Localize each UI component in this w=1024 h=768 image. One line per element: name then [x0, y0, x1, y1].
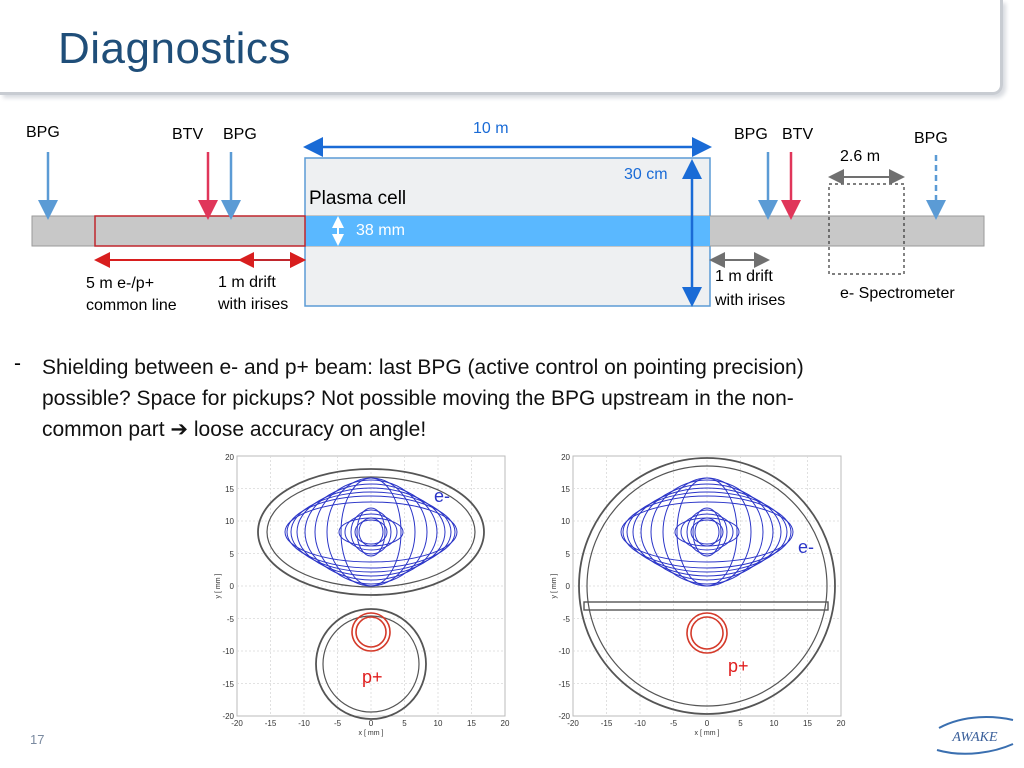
plot-2-proton-label: p+ — [728, 656, 749, 676]
page-number: 17 — [30, 732, 45, 747]
ytick: 10 — [561, 517, 570, 526]
electron-beam-envelopes-2 — [620, 477, 794, 587]
awake-logo: AWAKE — [935, 710, 1015, 763]
proton-chamber-outer — [315, 608, 427, 720]
ytick: 20 — [225, 453, 234, 462]
ytick: -5 — [563, 615, 571, 624]
plot-2-yticks: 20 15 10 5 0 -5 -10 -15 -20 — [558, 453, 570, 721]
bullet-line-3: common part ➔ loose accuracy on angle! — [42, 414, 992, 445]
xtick: -5 — [334, 719, 342, 728]
xtick: 0 — [369, 719, 374, 728]
xtick: 10 — [434, 719, 443, 728]
xtick: 15 — [467, 719, 476, 728]
plot-1-ylabel: y [ mm ] — [215, 574, 222, 599]
plot-1-electron-label: e- — [434, 486, 450, 506]
bore-38mm-label: 38 mm — [356, 222, 405, 239]
arrow-icon: ➔ — [170, 418, 188, 441]
xtick: -10 — [298, 719, 310, 728]
bpg-label-2: BPG — [223, 126, 257, 143]
plot-2-xlabel: x [ mm ] — [695, 730, 720, 737]
drift-left-label-2: with irises — [218, 296, 289, 313]
bpg-label-1: BPG — [26, 124, 60, 141]
xtick: -5 — [670, 719, 678, 728]
ytick: 10 — [225, 517, 234, 526]
plasma-cell-label: Plasma cell — [309, 188, 407, 209]
logo-text: AWAKE — [951, 730, 998, 745]
length-10m-label: 10 m — [473, 120, 509, 137]
electron-chamber-outer — [257, 468, 485, 596]
height-30cm-label: 30 cm — [624, 166, 668, 183]
ytick: 15 — [561, 485, 570, 494]
xtick: -10 — [634, 719, 646, 728]
electron-chamber-inner — [266, 476, 476, 588]
xtick: 10 — [770, 719, 779, 728]
xtick: 5 — [738, 719, 743, 728]
plot-2-ylabel: y [ mm ] — [551, 574, 558, 599]
plot-1-xticks: -20 -15 -10 -5 0 5 10 15 20 — [231, 719, 510, 728]
ytick: -20 — [558, 712, 570, 721]
ytick: -20 — [222, 712, 234, 721]
xtick: -15 — [265, 719, 277, 728]
bullet-line-1: Shielding between e- and p+ beam: last B… — [42, 356, 804, 379]
ytick: 20 — [561, 453, 570, 462]
ytick: 5 — [566, 550, 571, 559]
xtick: -20 — [567, 719, 579, 728]
bullet-line-3-a: common part — [42, 418, 165, 441]
plot-2-xticks: -20 -15 -10 -5 0 5 10 15 20 — [567, 719, 846, 728]
xtick: 20 — [501, 719, 510, 728]
btv-label-2: BTV — [782, 126, 814, 143]
shielding-plate — [583, 601, 829, 611]
bpg-label-3: BPG — [734, 126, 768, 143]
awake-logo-svg: AWAKE — [936, 716, 1014, 755]
xtick: -15 — [601, 719, 613, 728]
bullet-line-3-b: loose accuracy on angle! — [193, 418, 427, 441]
common-chamber-inner — [586, 465, 828, 707]
common-line-label-2: common line — [86, 297, 177, 314]
xtick: 0 — [705, 719, 710, 728]
ytick: 0 — [230, 582, 235, 591]
bullet-text: Shielding between e- and p+ beam: last B… — [42, 352, 992, 445]
ytick: -5 — [227, 615, 235, 624]
ytick: 15 — [225, 485, 234, 494]
xtick: 5 — [402, 719, 407, 728]
title-frame — [0, 0, 1003, 95]
xtick: 20 — [837, 719, 846, 728]
ytick: -15 — [222, 680, 234, 689]
bullet-marker: - — [14, 352, 21, 375]
btv-label-1: BTV — [172, 126, 204, 143]
xtick: 15 — [803, 719, 812, 728]
xtick: -20 — [231, 719, 243, 728]
bullet-line-2: possible? Space for pickups? Not possibl… — [42, 387, 794, 410]
bpg-label-4: BPG — [914, 130, 948, 147]
ytick: 5 — [230, 550, 235, 559]
ytick: -10 — [222, 647, 234, 656]
plot-1-proton-label: p+ — [362, 667, 383, 687]
plot-1-xlabel: x [ mm ] — [359, 730, 384, 737]
ytick: -10 — [558, 647, 570, 656]
drift-right-label-1: 1 m drift — [715, 268, 773, 285]
plasma-channel — [305, 216, 710, 246]
drift-left-label-1: 1 m drift — [218, 274, 276, 291]
proton-chamber-inner — [322, 615, 420, 713]
common-line-label-1: 5 m e-/p+ — [86, 275, 155, 292]
electron-beam-envelopes — [284, 477, 458, 587]
common-chamber-outer — [578, 457, 836, 715]
beam-plot-2-svg: -20 -15 -10 -5 0 5 10 15 20 20 15 10 5 0… — [551, 453, 846, 737]
ytick: -15 — [558, 680, 570, 689]
proton-beam-envelopes-2 — [686, 612, 728, 654]
plot-1-yticks: 20 15 10 5 0 -5 -10 -15 -20 — [222, 453, 234, 721]
beamline-diagram — [31, 137, 985, 307]
page-title: Diagnostics — [58, 24, 291, 73]
length-2-6m-label: 2.6 m — [840, 148, 881, 165]
ytick: 0 — [566, 582, 571, 591]
proton-beam-envelopes — [351, 612, 391, 652]
beam-plot-1-svg: -20 -15 -10 -5 0 5 10 15 20 20 15 10 5 0… — [215, 453, 510, 737]
beam-plot-2: -20 -15 -10 -5 0 5 10 15 20 20 15 10 5 0… — [548, 448, 848, 743]
spectrometer-label: e- Spectrometer — [840, 285, 955, 302]
plot-2-electron-label: e- — [798, 537, 814, 557]
drift-right-label-2: with irises — [715, 292, 786, 309]
beam-plot-1: -20 -15 -10 -5 0 5 10 15 20 20 15 10 5 0… — [212, 452, 512, 742]
